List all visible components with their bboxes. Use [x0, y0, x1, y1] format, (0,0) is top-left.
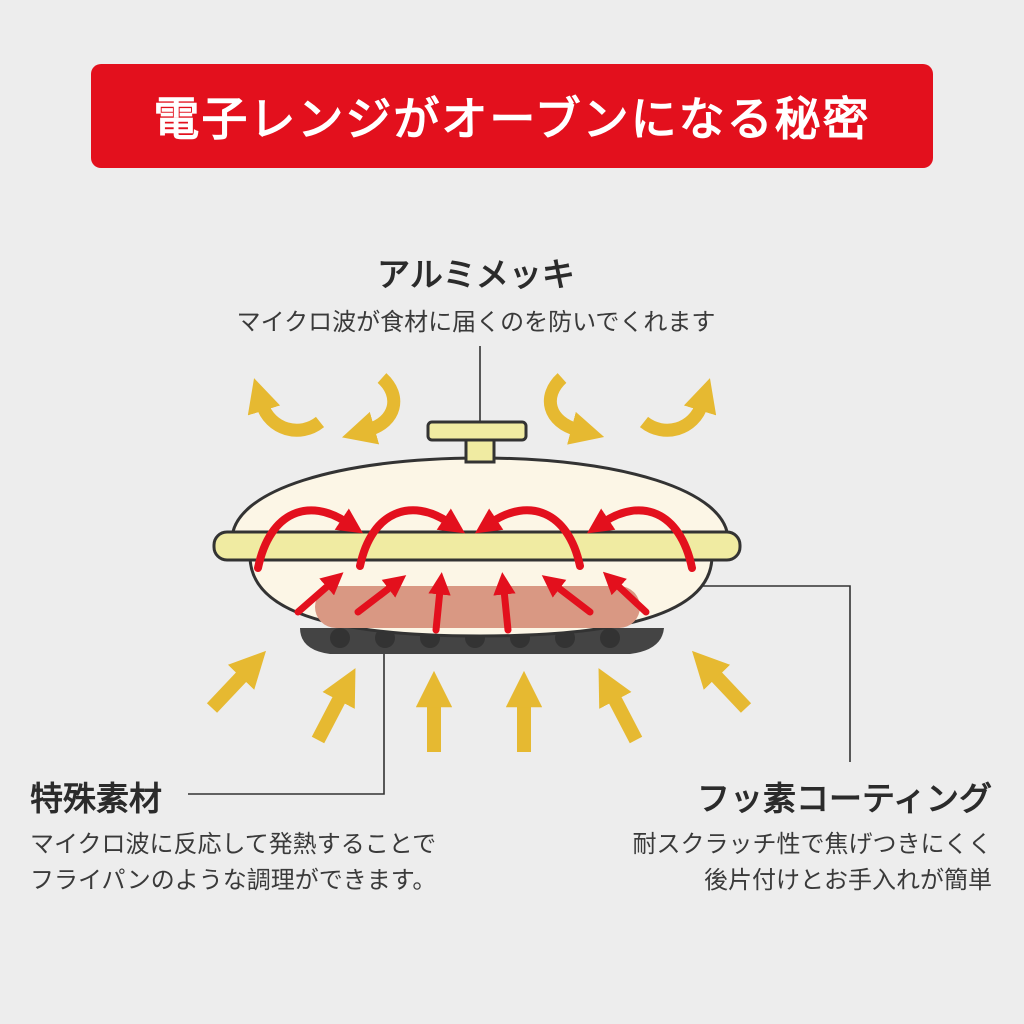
heat-arrows-top: [254, 506, 696, 572]
microwave-arrow-icon: [247, 378, 325, 437]
leader-line-special-material: [188, 640, 385, 795]
special-material-description-line: フライパンのような調理ができます。: [30, 866, 437, 894]
special-material-heading: 特殊素材: [30, 779, 162, 818]
leader-line-fluorine-coating: [700, 585, 851, 762]
microwave-arrow-icon: [342, 373, 401, 445]
lid-rim: [212, 530, 742, 562]
fluorine-coating-description: 耐スクラッチ性で焦げつきにくく 後片付けとお手入れが簡単: [632, 826, 992, 898]
heat-arrow-icon: [474, 506, 584, 570]
fluorine-coating-heading: フッ素コーティング: [696, 779, 992, 818]
microwave-arrow-icon: [543, 373, 605, 445]
special-material-description: マイクロ波に反応して発熱することで フライパンのような調理ができます。: [30, 826, 436, 898]
heat-arrow-icon: [428, 572, 451, 634]
aluminum-plating-description: マイクロ波が食材に届くのを防いでくれます: [236, 308, 716, 336]
fluorine-coating-description-line: 耐スクラッチ性で焦げつきにくく: [632, 830, 992, 858]
heat-arrow-icon: [493, 572, 516, 634]
microwave-arrow-icon: [692, 650, 752, 713]
heat-arrows-bottom: [294, 571, 650, 634]
title-banner: 電子レンジがオーブンになる秘密: [91, 64, 933, 168]
microwave-arrow-icon: [639, 378, 717, 437]
lid-knob: [426, 420, 528, 464]
heat-arrow-icon: [602, 571, 650, 616]
aluminum-plating-heading: アルミメッキ: [377, 255, 575, 294]
microwave-arrows-top: [247, 373, 717, 445]
pan-base: [300, 628, 664, 654]
heat-arrow-icon: [254, 506, 364, 572]
heat-arrow-icon: [586, 506, 696, 572]
special-material-description-line: マイクロ波に反応して発熱することで: [30, 830, 437, 858]
microwave-arrow-icon: [598, 668, 643, 744]
heat-arrow-icon: [294, 572, 344, 616]
heat-arrow-icon: [541, 575, 594, 616]
microwave-arrows-bottom: [206, 650, 752, 752]
lid-dome: [230, 456, 730, 542]
microwave-arrow-icon: [206, 650, 266, 713]
page-title: 電子レンジがオーブンになる秘密: [153, 92, 871, 146]
heat-arrow-icon: [356, 506, 466, 570]
heat-arrow-icon: [354, 575, 407, 616]
fluorine-coating-description-line: 後片付けとお手入れが簡単: [704, 866, 992, 894]
microwave-arrow-icon: [311, 668, 356, 744]
